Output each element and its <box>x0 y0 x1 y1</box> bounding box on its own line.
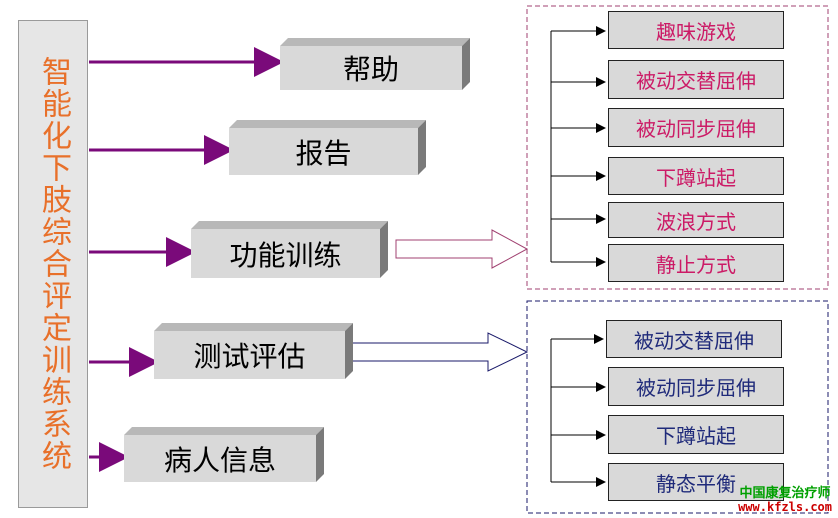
evaluation-block-arrow <box>351 332 529 372</box>
report-box[interactable]: 报告 <box>229 120 426 175</box>
training-box[interactable]: 功能训练 <box>191 221 388 278</box>
evaluation-mode-item[interactable]: 被动交替屈伸 <box>606 320 782 358</box>
evaluation-label[interactable]: 测试评估 <box>154 331 345 379</box>
training-mode-item[interactable]: 静止方式 <box>608 244 784 282</box>
training-mode-item[interactable]: 被动交替屈伸 <box>608 60 784 99</box>
training-frame <box>526 5 829 290</box>
training-mode-item[interactable]: 趣味游戏 <box>608 11 784 49</box>
training-block-arrow <box>395 229 529 269</box>
help-label[interactable]: 帮助 <box>280 46 462 90</box>
system-title-text: 智能化下肢综合评定训练系统 <box>36 56 71 472</box>
evaluation-mode-item[interactable]: 静态平衡 <box>608 463 784 501</box>
system-title: 智能化下肢综合评定训练系统 <box>18 20 88 508</box>
training-label[interactable]: 功能训练 <box>191 229 380 278</box>
evaluation-box[interactable]: 测试评估 <box>154 323 353 379</box>
training-mode-item[interactable]: 被动同步屈伸 <box>608 108 784 147</box>
evaluation-mode-item[interactable]: 下蹲站起 <box>608 415 784 454</box>
training-mode-item[interactable]: 波浪方式 <box>608 202 784 238</box>
training-mode-item[interactable]: 下蹲站起 <box>608 157 784 195</box>
watermark: 中国康复治疗师 www.kfzls.com <box>738 485 832 514</box>
evaluation-frame <box>526 300 829 514</box>
watermark-line1: 中国康复治疗师 <box>739 485 831 501</box>
evaluation-mode-item[interactable]: 被动同步屈伸 <box>608 367 784 406</box>
report-label[interactable]: 报告 <box>229 128 418 175</box>
help-box[interactable]: 帮助 <box>280 38 470 90</box>
patient-info-label[interactable]: 病人信息 <box>124 435 316 482</box>
patient-info-box[interactable]: 病人信息 <box>124 427 324 482</box>
watermark-line2: www.kfzls.com <box>738 499 832 514</box>
